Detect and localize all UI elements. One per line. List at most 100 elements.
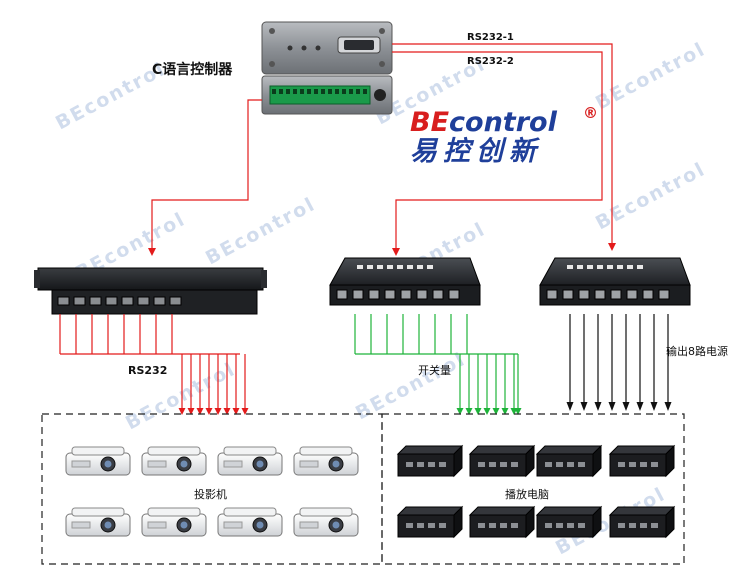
- status-led: [607, 265, 613, 269]
- rack-port: [105, 296, 118, 306]
- power-branch-label: 输出8路电源: [666, 344, 728, 358]
- terminal-screw: [356, 89, 360, 94]
- player-side: [592, 505, 602, 539]
- projector: [217, 507, 283, 537]
- player-port: [511, 523, 518, 528]
- status-led: [417, 265, 423, 269]
- player-side: [525, 444, 535, 478]
- power-device: [539, 257, 691, 306]
- media-player: [396, 444, 464, 478]
- terminal-screw: [293, 89, 297, 94]
- projector-grid: [65, 446, 359, 537]
- controller-links: [151, 43, 613, 250]
- player-group-frame: [381, 413, 685, 565]
- status-led: [617, 265, 623, 269]
- player-port: [578, 462, 585, 467]
- player-side: [665, 505, 675, 539]
- controller-device: [261, 21, 393, 115]
- wire-arrow: [650, 402, 658, 411]
- projector: [293, 446, 359, 476]
- wire-arrow: [205, 408, 213, 415]
- rack-port: [57, 296, 70, 306]
- status-led: [357, 265, 363, 269]
- projector-lens-glass: [180, 460, 188, 468]
- rack-port: [121, 296, 134, 306]
- player-port: [618, 523, 625, 528]
- player-port: [640, 462, 647, 467]
- output-port: [594, 289, 606, 300]
- player-port: [406, 462, 413, 467]
- terminal-screw: [286, 89, 290, 94]
- player-side: [525, 505, 535, 539]
- player-side: [453, 444, 463, 478]
- rack-port: [153, 296, 166, 306]
- output-port: [578, 289, 590, 300]
- terminal-screw: [300, 89, 304, 94]
- link-arrows: [148, 243, 616, 256]
- terminal-screw: [272, 89, 276, 94]
- player-side: [665, 444, 675, 478]
- status-led: [377, 265, 383, 269]
- player-group-label: 播放电脑: [505, 487, 549, 501]
- terminal-screw: [328, 89, 332, 94]
- output-port: [626, 289, 638, 300]
- terminal-screw: [342, 89, 346, 94]
- projector-lens-glass: [256, 521, 264, 529]
- wire-arrow: [214, 408, 222, 415]
- media-player: [396, 505, 464, 539]
- wire-arrow: [514, 408, 522, 415]
- player-port: [406, 523, 413, 528]
- projector: [141, 446, 207, 476]
- projector-top: [223, 446, 277, 456]
- projector: [293, 507, 359, 537]
- rs232-branch-label: RS232: [128, 364, 167, 377]
- player-port: [500, 523, 507, 528]
- projector: [141, 507, 207, 537]
- wire-arrow: [580, 402, 588, 411]
- player-port: [489, 462, 496, 467]
- output-port: [546, 289, 558, 300]
- controller-label: C语言控制器: [152, 61, 233, 78]
- player-side: [453, 505, 463, 539]
- status-led: [407, 265, 413, 269]
- status-led: [567, 265, 573, 269]
- port-label-rs232-2: RS232-2: [467, 56, 514, 67]
- projector-lens-glass: [332, 460, 340, 468]
- power-wiring: [566, 314, 672, 411]
- player-port: [618, 462, 625, 467]
- projector-vent: [299, 521, 319, 529]
- player-port: [417, 462, 424, 467]
- media-player: [535, 505, 603, 539]
- output-port: [610, 289, 622, 300]
- projector: [65, 446, 131, 476]
- rack-port: [89, 296, 102, 306]
- projector-lens-glass: [256, 460, 264, 468]
- wire-arrow: [664, 402, 672, 411]
- media-player: [608, 505, 676, 539]
- rs232-wiring: [59, 314, 249, 415]
- player-port: [478, 523, 485, 528]
- terminal-screw: [349, 89, 353, 94]
- player-port: [651, 523, 658, 528]
- wire-arrow: [241, 408, 249, 415]
- terminal-screw: [314, 89, 318, 94]
- player-top: [535, 506, 603, 516]
- player-port: [556, 523, 563, 528]
- brand-registered: ®: [583, 104, 598, 122]
- player-port: [500, 462, 507, 467]
- media-player: [608, 444, 676, 478]
- projector-group-label: 投影机: [194, 487, 227, 501]
- output-port: [400, 289, 412, 300]
- projector: [65, 507, 131, 537]
- status-led: [627, 265, 633, 269]
- watermark: BEcontrol: [592, 38, 709, 114]
- player-port: [545, 523, 552, 528]
- projector-vent: [147, 460, 167, 468]
- output-port: [336, 289, 348, 300]
- player-port: [545, 462, 552, 467]
- wire-arrow: [622, 402, 630, 411]
- projector-top: [147, 507, 201, 517]
- switch-device: [329, 257, 481, 306]
- port-label-rs232-1: RS232-1: [467, 32, 514, 43]
